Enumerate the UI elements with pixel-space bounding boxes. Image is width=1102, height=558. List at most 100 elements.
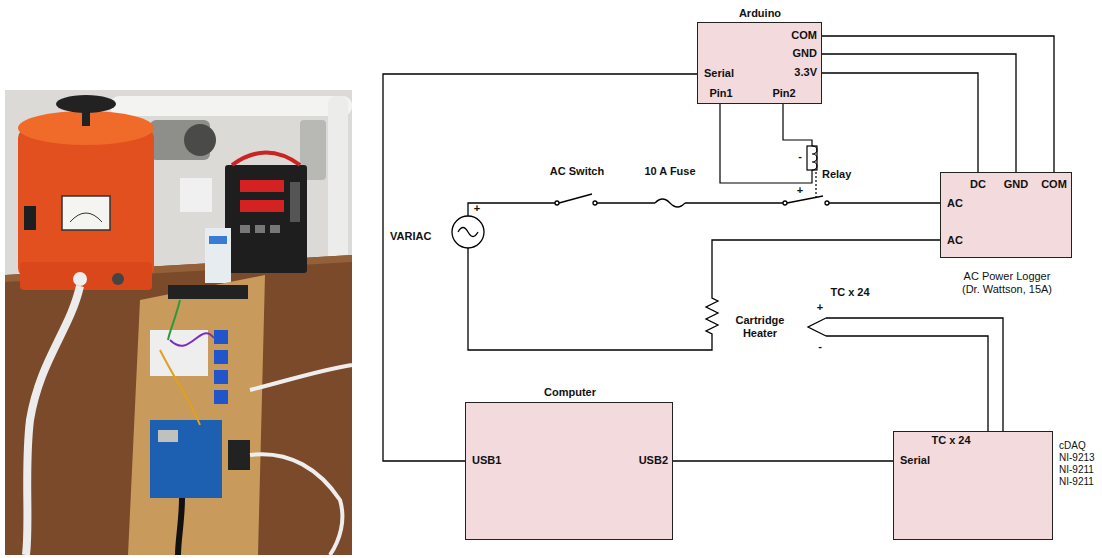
control-board-photo — [170, 333, 214, 346]
variac-photo — [18, 128, 154, 278]
ac-wire — [685, 202, 783, 203]
relay-coil — [720, 102, 817, 197]
part-name: 10 A Fuse — [644, 165, 695, 178]
port-name: USB1 — [472, 454, 501, 467]
control-board-photo — [128, 275, 265, 555]
box-title: AC Power Logger (Dr. Wattson, 15A) — [956, 270, 1058, 296]
relay-contact — [787, 196, 823, 203]
variac-photo — [112, 273, 124, 285]
power-supply-photo — [232, 153, 300, 166]
switch-symbol — [555, 201, 559, 205]
pin-name: AC — [947, 197, 963, 210]
thermocouple-wire — [826, 318, 1003, 431]
pin-name: Serial — [704, 67, 734, 80]
setup-photo — [5, 90, 352, 555]
pin-name: Pin2 — [772, 87, 795, 100]
relay-linkage — [815, 172, 816, 197]
wire-connector — [822, 54, 1016, 172]
control-board-photo — [214, 370, 228, 384]
variac-symbol — [458, 228, 478, 237]
control-board-photo — [178, 498, 182, 555]
variac-symbol — [452, 216, 484, 248]
wire-connector — [673, 460, 893, 461]
box-title: cDAQ NI-9213 NI-9211 NI-9211 — [1059, 440, 1099, 488]
pin-name: DC — [970, 178, 986, 191]
ac-circuit — [452, 194, 940, 350]
power-supply-photo — [205, 228, 231, 283]
polarity-sign: + — [797, 184, 803, 197]
part-name: Relay — [822, 168, 851, 181]
control-board-photo — [214, 330, 228, 344]
variac-photo — [56, 95, 116, 113]
port-name: USB2 — [639, 454, 668, 467]
part-name: TC x 24 — [830, 286, 869, 299]
control-board-photo — [250, 365, 352, 390]
pin-name: GND — [793, 47, 817, 60]
power-supply-photo — [255, 225, 265, 233]
heater-wire — [468, 240, 940, 350]
arduino-box: ArduinoSerialPin1Pin2COMGND3.3V — [697, 22, 822, 104]
switch-symbol — [559, 194, 592, 203]
variac-photo — [62, 196, 110, 230]
power-logger-box: DCGNDCOMACACAC Power Logger (Dr. Wattson… — [940, 172, 1072, 258]
relay-contact — [783, 201, 787, 205]
part-name: VARIAC — [390, 230, 431, 243]
fuse-symbol — [655, 199, 685, 207]
control-board-photo — [214, 390, 228, 404]
power-supply-photo — [209, 236, 227, 244]
channel-name: TC x 24 — [931, 434, 970, 447]
variac-photo — [73, 272, 87, 286]
ac-wire — [597, 202, 655, 203]
pin-name: AC — [947, 234, 963, 247]
box-title: Arduino — [739, 7, 781, 20]
power-supply-photo — [240, 180, 284, 192]
control-board-photo — [160, 350, 200, 425]
computer-box: ComputerUSB1USB2 — [465, 402, 673, 540]
control-board-photo — [228, 440, 250, 470]
switch-symbol — [593, 201, 597, 205]
wire-connector — [822, 73, 978, 172]
pin-name: GND — [1004, 178, 1028, 191]
polarity-sign: - — [798, 150, 802, 163]
relay-contact — [825, 201, 829, 205]
ac-wire — [829, 202, 940, 203]
polarity-sign: + — [474, 202, 480, 215]
variac-photo — [20, 262, 152, 290]
control-board-photo — [168, 300, 180, 340]
pin-name: Pin1 — [709, 87, 732, 100]
setup-photo — [5, 255, 352, 555]
pin-name: 3.3V — [794, 66, 817, 79]
control-board-photo — [214, 350, 228, 364]
cdaq-box: TC x 24SerialcDAQ NI-9213 NI-9211 NI-921… — [893, 431, 1053, 540]
power-supply-photo — [225, 165, 307, 273]
power-supply-photo — [240, 225, 250, 233]
part-name: AC Switch — [550, 165, 604, 178]
power-supply-photo — [180, 153, 307, 284]
power-supply-photo — [270, 225, 280, 233]
power-supply-photo — [240, 200, 284, 212]
wire-connector — [822, 36, 1054, 172]
ac-wire — [468, 203, 555, 216]
setup-photo — [184, 124, 216, 156]
thermocouple-symbol — [808, 318, 826, 336]
box-title: Computer — [544, 386, 596, 399]
setup-photo — [328, 96, 348, 266]
thermocouple-wire — [826, 336, 988, 431]
control-board-photo — [250, 454, 342, 555]
pin-name: COM — [1041, 178, 1067, 191]
variac-photo — [70, 213, 102, 222]
relay-coil — [812, 146, 817, 170]
control-wire — [720, 102, 812, 183]
polarity-sign: + — [817, 301, 823, 314]
polarity-sign: - — [818, 340, 822, 353]
power-supply-photo — [180, 178, 212, 212]
control-board-photo — [150, 420, 222, 498]
control-wire — [783, 102, 812, 146]
variac-photo — [24, 206, 36, 230]
part-name: Cartridge Heater — [729, 314, 791, 340]
relay-coil — [807, 146, 817, 170]
setup-photo — [110, 96, 352, 116]
control-board-photo — [128, 275, 352, 555]
